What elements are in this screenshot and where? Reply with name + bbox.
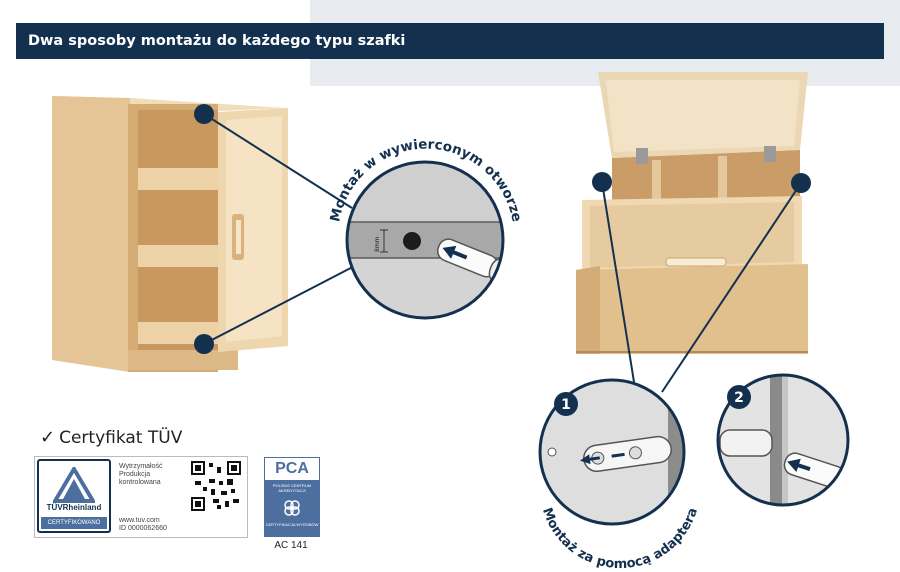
- drilled-hole-callout: [345, 160, 505, 320]
- pca-code: AC 141: [274, 540, 308, 551]
- cabinet-illustration: [52, 96, 288, 372]
- step-badge-1: [554, 392, 578, 416]
- step-number-2: 2: [734, 390, 744, 406]
- drill-size-label: 8mm: [374, 236, 381, 252]
- tuv-triangle-icon: [53, 467, 95, 503]
- adapter-step-2-callout: [716, 373, 850, 507]
- step-badge-2: [727, 385, 751, 409]
- tuv-badge-label: CERTYFIKOWANO: [41, 517, 107, 529]
- pca-rings-icon: [284, 500, 300, 516]
- hotspot-dot: [194, 334, 214, 354]
- tuv-certificate-badge: TÜVRheinland CERTYFIKOWANO Wytrzymałość …: [34, 456, 248, 538]
- step-number-1: 1: [561, 397, 571, 413]
- tuv-logo: TÜVRheinland CERTYFIKOWANO: [37, 459, 111, 533]
- tuv-description: Wytrzymałość Produkcja kontrolowana: [119, 463, 163, 486]
- pca-logo: PCA: [265, 458, 319, 480]
- storage-box-illustration: [576, 72, 808, 354]
- qr-code-icon: [191, 461, 241, 511]
- checkmark-icon: ✓: [40, 427, 56, 448]
- pca-accreditation-badge: PCA POLSKIE CENTRUM AKREDYTACJI CERTYFIK…: [264, 457, 320, 537]
- hotspot-dot: [194, 104, 214, 124]
- certificate-title: ✓Certyfikat TÜV: [40, 427, 183, 448]
- tuv-url: www.tuv.com ID 0000062660: [119, 517, 167, 532]
- hotspot-dot: [592, 172, 612, 192]
- pca-body: POLSKIE CENTRUM AKREDYTACJI CERTYFIKACJA…: [265, 480, 319, 536]
- page-title: Dwa sposoby montażu do każdego typu szaf…: [16, 23, 884, 59]
- hotspot-dot: [791, 173, 811, 193]
- tuv-brand-name: TÜVRheinland: [46, 503, 102, 512]
